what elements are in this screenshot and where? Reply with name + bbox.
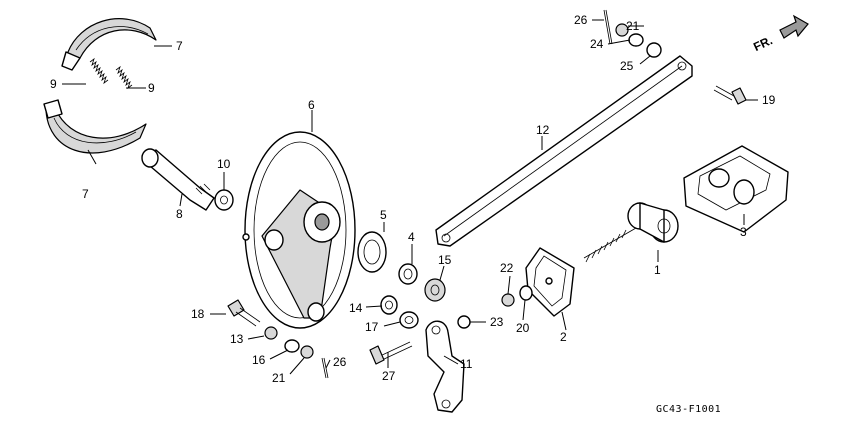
label-3: 3 [740, 225, 747, 239]
nut-22 [501, 293, 515, 307]
label-7-lower: 7 [82, 187, 89, 201]
label-6: 6 [308, 98, 315, 112]
direction-arrow-icon [779, 14, 809, 39]
callout-labels: 1 2 3 4 5 6 7 7 8 9 9 10 11 12 13 14 15 … [50, 13, 776, 385]
label-27: 27 [382, 369, 396, 383]
label-7-upper: 7 [176, 39, 183, 53]
washer-14 [380, 295, 398, 315]
label-10: 10 [217, 157, 231, 171]
label-1: 1 [654, 263, 661, 277]
direction-label: FR. [751, 33, 774, 54]
plate-2 [525, 247, 575, 317]
washer-16 [284, 339, 300, 353]
washer-17 [399, 311, 419, 329]
label-26-lower: 26 [333, 355, 347, 369]
brake-panel [242, 131, 356, 329]
label-24: 24 [590, 37, 604, 51]
seal-4 [398, 263, 418, 285]
washer-25 [646, 42, 662, 58]
label-8: 8 [176, 207, 183, 221]
label-26-upper: 26 [574, 13, 588, 27]
label-5: 5 [380, 208, 387, 222]
pin-23 [457, 315, 471, 329]
brake-shoe-lower [43, 99, 147, 154]
brake-cam [141, 148, 215, 211]
cotter-pin-26-lower [321, 357, 329, 379]
label-4: 4 [408, 230, 415, 244]
torque-arm [435, 55, 693, 247]
washer-10 [214, 189, 234, 211]
nut-21-upper [615, 23, 629, 37]
label-13: 13 [230, 332, 244, 346]
label-18: 18 [191, 307, 205, 321]
label-15: 15 [438, 253, 452, 267]
adjuster-bolt [583, 202, 679, 263]
brake-springs [89, 57, 133, 90]
nut-21-lower [300, 345, 314, 359]
bolt-27 [369, 341, 413, 365]
label-9-left: 9 [50, 77, 57, 91]
nut-15 [424, 278, 446, 302]
washer-24 [628, 33, 644, 47]
label-19: 19 [762, 93, 776, 107]
label-9-right: 9 [148, 81, 155, 95]
washer-13 [264, 326, 278, 340]
bracket-3 [683, 145, 789, 233]
bolt-18 [227, 299, 261, 327]
label-23: 23 [490, 315, 504, 329]
leader-lines [62, 19, 758, 375]
figure-code: GC43-F1001 [656, 404, 721, 415]
dust-seal-5 [357, 231, 387, 273]
label-20: 20 [516, 321, 530, 335]
label-14: 14 [349, 301, 363, 315]
label-25: 25 [620, 59, 634, 73]
label-21-upper: 21 [626, 19, 640, 33]
label-12: 12 [536, 123, 550, 137]
label-16: 16 [252, 353, 266, 367]
cotter-pin-26-upper [603, 9, 613, 45]
label-21-lower: 21 [272, 371, 286, 385]
brake-shoe-upper [61, 18, 157, 71]
brake-arm [425, 320, 465, 413]
washer-20 [519, 285, 533, 301]
label-2: 2 [560, 330, 567, 344]
bolt-19 [713, 85, 747, 105]
label-22: 22 [500, 261, 514, 275]
label-17: 17 [365, 320, 379, 334]
label-11: 11 [460, 357, 473, 371]
